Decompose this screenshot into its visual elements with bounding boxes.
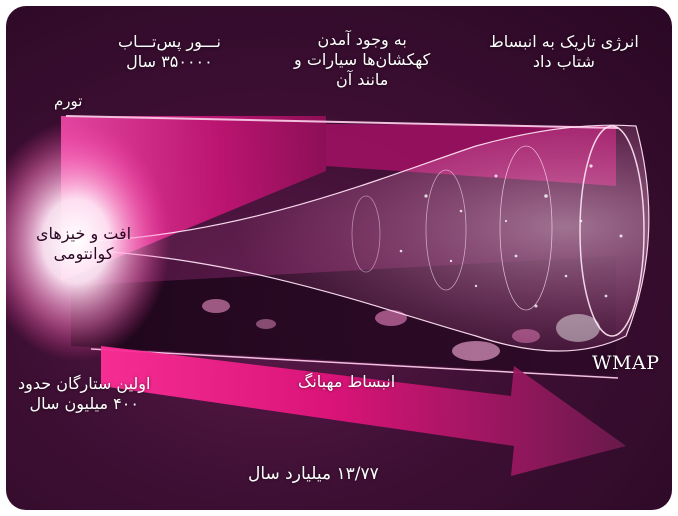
inflation-label: تورم — [54, 92, 82, 111]
galaxy — [256, 319, 276, 329]
big-bang-expansion-label: انبساط مهبانگ — [298, 372, 395, 392]
wmap-bright-spot — [556, 314, 600, 342]
galaxy — [202, 299, 230, 313]
first-stars-label: اولین ستارگان حدود ۴۰۰ میلیون سال — [18, 374, 150, 414]
dark-energy-label: انرژی تاریک به انبساط شتاب داد — [489, 32, 639, 72]
galaxy — [452, 341, 500, 361]
universe-age-label: ۱۳/۷۷ میلیارد سال — [248, 464, 379, 485]
afterglow-label: نـــور پس‌تـــاب ۳۵۰۰۰۰ سال — [118, 32, 221, 72]
galaxy-formation-label: به وجود آمدن کهکشان‌ها سیارات و مانند آن — [294, 30, 430, 90]
quantum-fluctuations-label: افت و خیزهای کوانتومی — [36, 224, 131, 264]
universe-timeline-diagram: تورم نـــور پس‌تـــاب ۳۵۰۰۰۰ سال به وجود… — [6, 6, 672, 510]
wmap-label: WMAP — [592, 352, 660, 374]
